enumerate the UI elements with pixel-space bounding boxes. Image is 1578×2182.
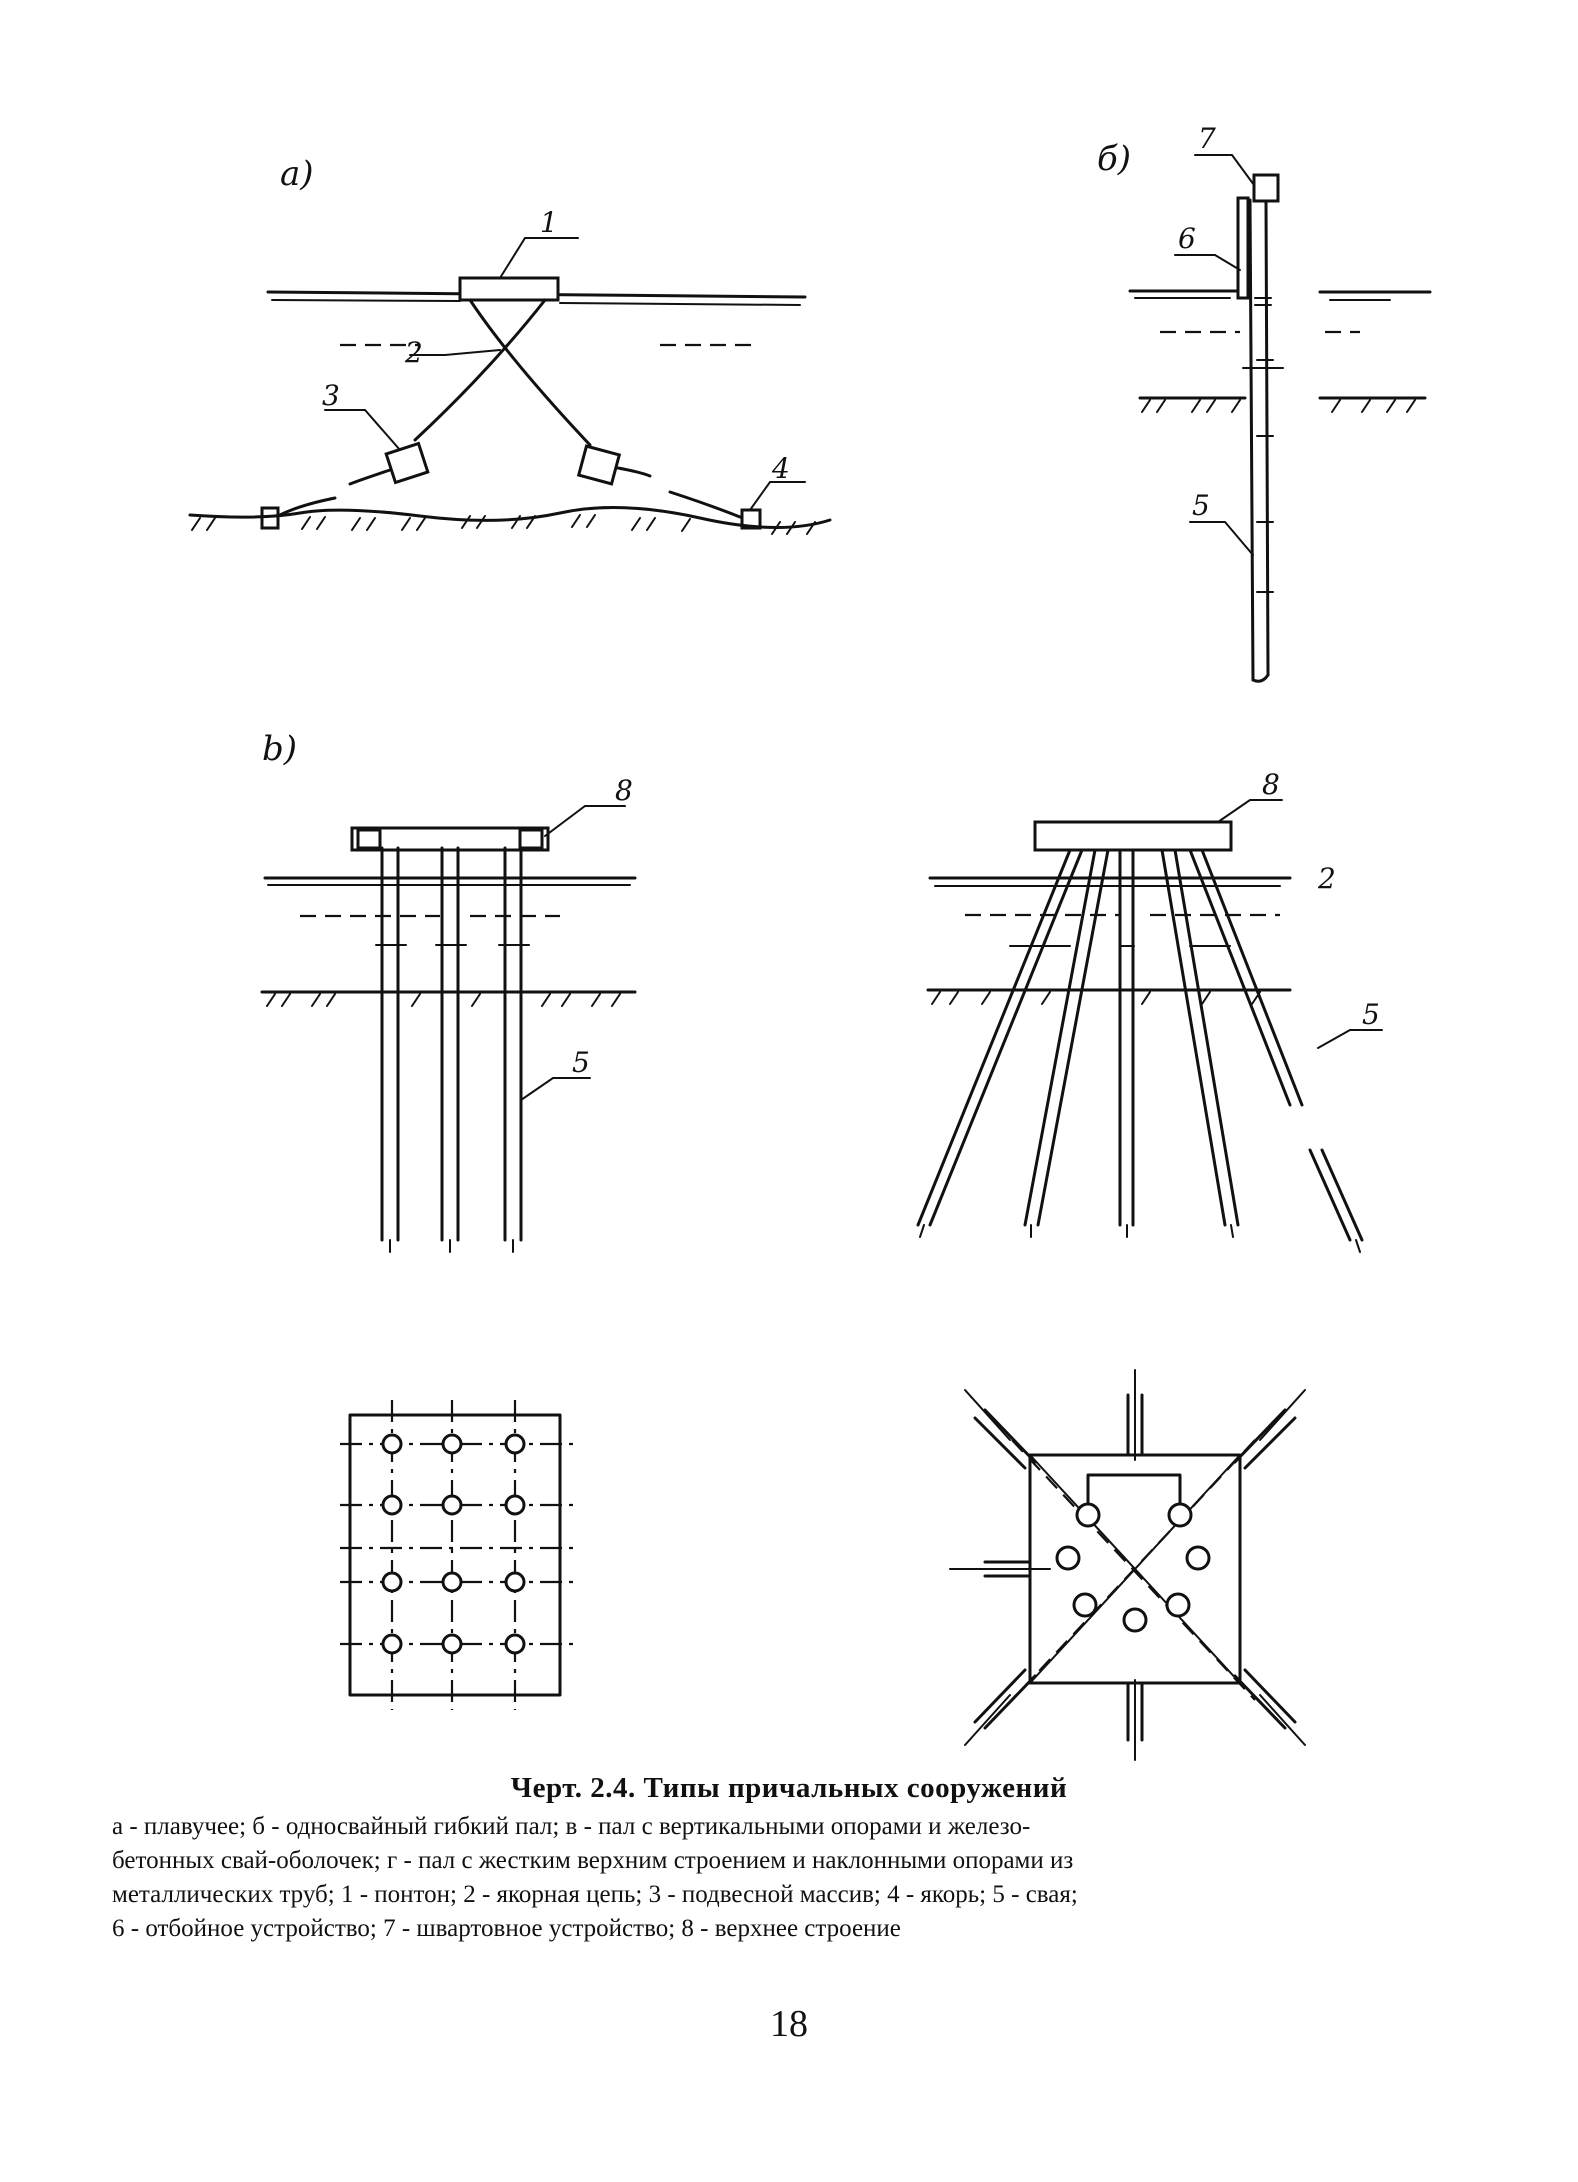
plan-view-raked-piles	[949, 1369, 1306, 1761]
callout-4: 4	[771, 452, 790, 485]
diagram-a-floating: a) 1 2 3 4	[188, 154, 832, 535]
callout-5-g: 5	[1362, 998, 1380, 1031]
superstructure-v	[350, 826, 550, 852]
callout-2-g: 2	[1317, 862, 1336, 895]
callout-3: 3	[322, 379, 340, 412]
legend-line: а - плавучее; б - односвайный гибкий пал…	[112, 1813, 1031, 1840]
callout-8-v: 8	[615, 774, 633, 807]
plan-view-vertical-piles	[340, 1400, 575, 1710]
superstructure-g	[1033, 820, 1233, 852]
legend-line: бетонных свай-оболочек; г - пал с жестки…	[112, 1847, 1074, 1874]
callout-5-b: 5	[1192, 489, 1210, 522]
diagram-b-single-pile: б) 6 7 5	[1097, 122, 1432, 683]
hanging-mass-right	[576, 444, 622, 486]
callout-7: 7	[1198, 122, 1216, 155]
diagram-g-raked-piles: 8 2 5	[916, 768, 1383, 1253]
callout-8-g: 8	[1262, 768, 1280, 801]
panel-b-label: б)	[1097, 139, 1131, 179]
callout-2: 2	[404, 336, 423, 369]
diagram-v-vertical-piles: b) 8 5	[260, 729, 637, 1253]
callout-1: 1	[540, 206, 558, 239]
legend-line: металлических труб; 1 - понтон; 2 - якор…	[112, 1881, 1078, 1908]
figure-legend: а - плавучее; б - односвайный гибкий пал…	[112, 1810, 1452, 1946]
pontoon	[458, 276, 560, 302]
figure-caption-title: Черт. 2.4. Типы причальных сооружений	[510, 1772, 1068, 1804]
page-number: 18	[770, 2003, 808, 2045]
fender-device	[1236, 196, 1250, 300]
panel-v-label: b)	[262, 729, 297, 769]
callout-6: 6	[1178, 222, 1196, 255]
panel-a-label: a)	[280, 154, 314, 194]
legend-line: 6 - отбойное устройство; 7 - швартовное …	[112, 1915, 901, 1942]
hanging-mass-left	[384, 441, 430, 485]
callout-5-v: 5	[572, 1046, 590, 1079]
mooring-device	[1252, 173, 1280, 203]
